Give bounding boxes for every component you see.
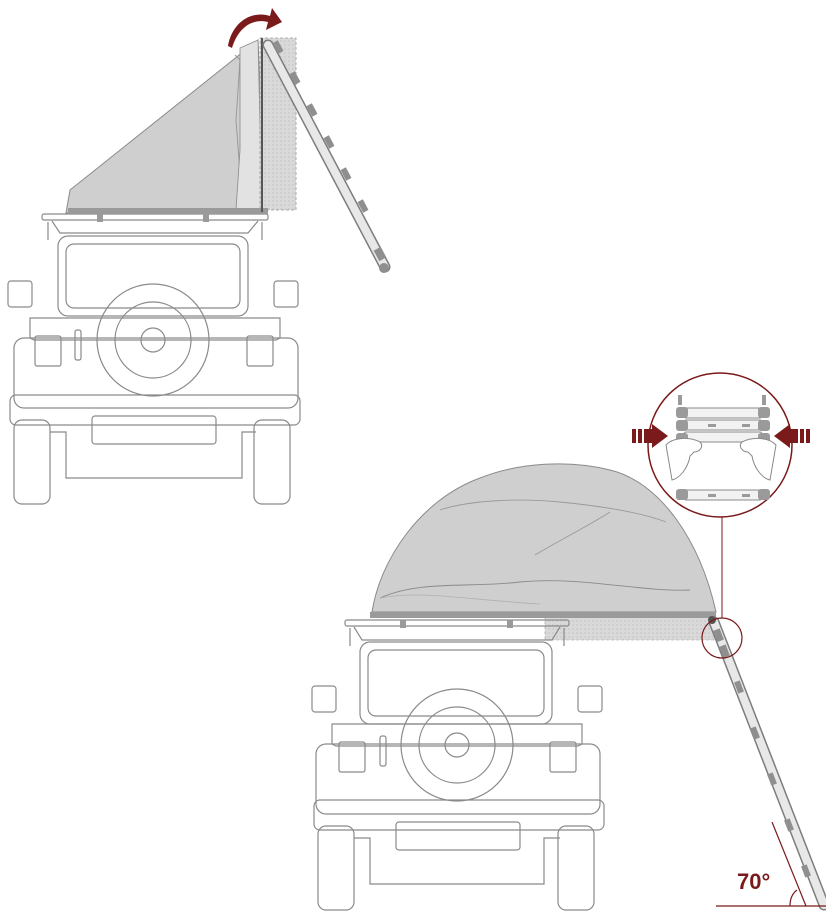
angle-marking (716, 821, 826, 907)
vehicle-rear-view-2 (311, 619, 605, 911)
step2-illustration (311, 372, 826, 911)
roof-bolts (97, 214, 209, 222)
ladder-step2 (708, 616, 826, 911)
rotate-arrow-icon (228, 8, 282, 48)
right-hand (739, 437, 777, 481)
left-hand (665, 437, 703, 481)
push-arrow-right-icon (774, 424, 810, 448)
ladder-step1 (262, 39, 391, 273)
tent-dome (370, 463, 717, 618)
vehicle-rear-view (7, 213, 301, 505)
push-arrow-left-icon (632, 424, 668, 448)
zoom-indicator (701, 515, 743, 659)
roof-bolts-2 (400, 620, 513, 628)
ladder-detail-callout (632, 372, 810, 518)
step1-illustration (7, 8, 391, 505)
angle-label: 70° (737, 869, 771, 894)
tent-opening (65, 37, 297, 214)
